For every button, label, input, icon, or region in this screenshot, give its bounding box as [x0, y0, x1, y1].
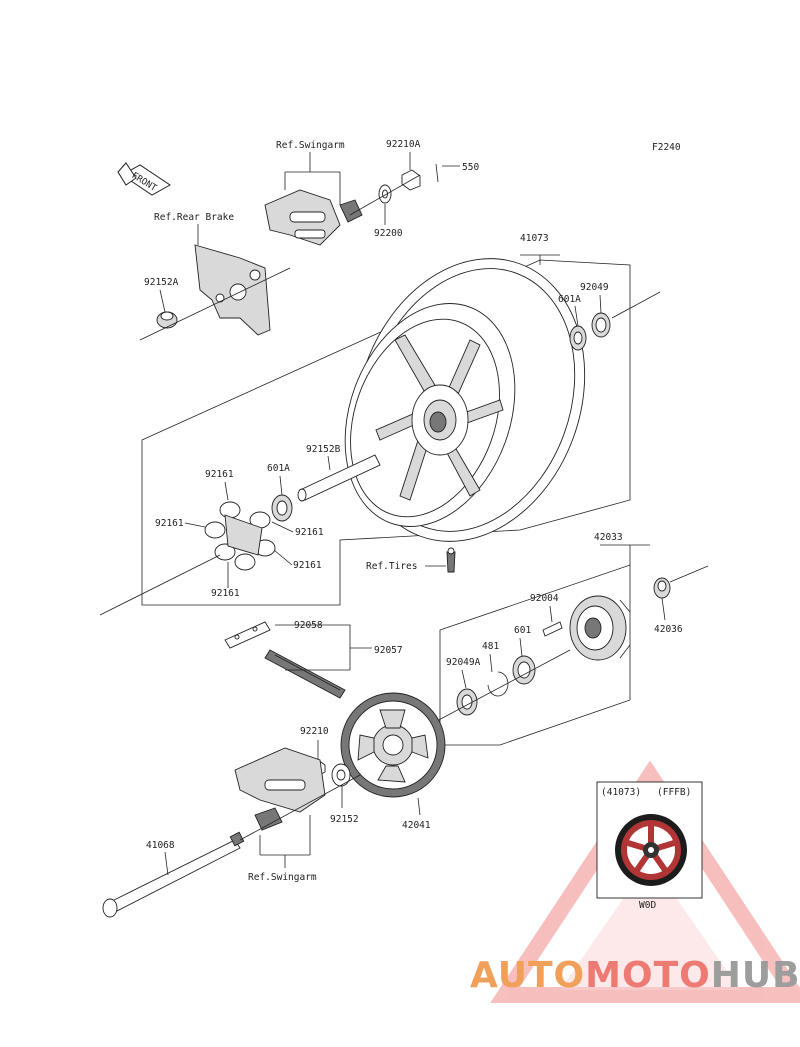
damper-rubbers-92161	[204, 501, 276, 571]
label-92152B: 92152B	[306, 444, 341, 455]
inset-caption: W0D	[639, 900, 656, 911]
label-92161-d: 92161	[293, 560, 322, 571]
chain-adjuster-bottom	[234, 747, 326, 831]
label-92049A: 92049A	[446, 657, 481, 668]
label-601: 601	[514, 625, 531, 636]
watermark-hub: HUB	[710, 955, 800, 996]
collar-92152A	[156, 311, 178, 329]
circlip-481	[487, 671, 509, 697]
watermark-triangle	[490, 760, 800, 1003]
spacer-92152B	[297, 454, 381, 502]
figure-code: F2240	[652, 142, 681, 153]
ref-swingarm-top: Ref.Swingarm	[276, 140, 345, 151]
label-92152A: 92152A	[144, 277, 179, 288]
collar-42036	[653, 577, 671, 599]
stud-92004	[542, 621, 563, 637]
label-41073: 41073	[520, 233, 549, 244]
label-42041: 42041	[402, 820, 431, 831]
chain-92057	[224, 621, 346, 699]
front-arrow-icon: FRONT	[117, 162, 171, 196]
ref-swingarm-bottom: Ref.Swingarm	[248, 872, 317, 883]
inset-wheel-icon	[615, 814, 687, 886]
label-92161-c: 92161	[295, 527, 324, 538]
label-92210A: 92210A	[386, 139, 421, 150]
label-92161-e: 92161	[211, 588, 240, 599]
coupling-42033	[569, 595, 631, 661]
rear-wheel-41073	[344, 258, 586, 542]
inset-part-label: (41073)	[601, 787, 641, 798]
label-42036: 42036	[654, 624, 683, 635]
label-92049: 92049	[580, 282, 609, 293]
label-92161-a: 92161	[205, 469, 234, 480]
label-42033: 42033	[594, 532, 623, 543]
chain-adjuster-top	[264, 189, 363, 246]
label-92058: 92058	[294, 620, 323, 631]
label-601A-right: 601A	[558, 294, 581, 305]
label-550: 550	[462, 162, 479, 173]
sprocket-42041	[340, 692, 446, 798]
inset-box: (41073) (FFFB) W0D	[596, 781, 703, 911]
label-92004: 92004	[530, 593, 559, 604]
ref-tires: Ref.Tires	[366, 561, 417, 572]
axle-41068	[102, 831, 245, 918]
tire-valve	[446, 547, 456, 573]
watermark-logo: AUTOMOTOHUB	[470, 955, 800, 1015]
watermark-auto: AUTO	[470, 955, 586, 996]
label-92057: 92057	[374, 645, 403, 656]
ref-rear-brake: Ref.Rear Brake	[154, 212, 234, 223]
label-601A-left: 601A	[267, 463, 290, 474]
label-481: 481	[482, 641, 499, 652]
label-41068: 41068	[146, 840, 175, 851]
watermark-moto: MOTO	[585, 955, 711, 996]
label-92161-b: 92161	[155, 518, 184, 529]
rear-brake-bracket	[194, 244, 271, 336]
label-92200: 92200	[374, 228, 403, 239]
inset-code-label: (FFFB)	[657, 787, 691, 798]
label-92210: 92210	[300, 726, 329, 737]
label-92152: 92152	[330, 814, 359, 825]
